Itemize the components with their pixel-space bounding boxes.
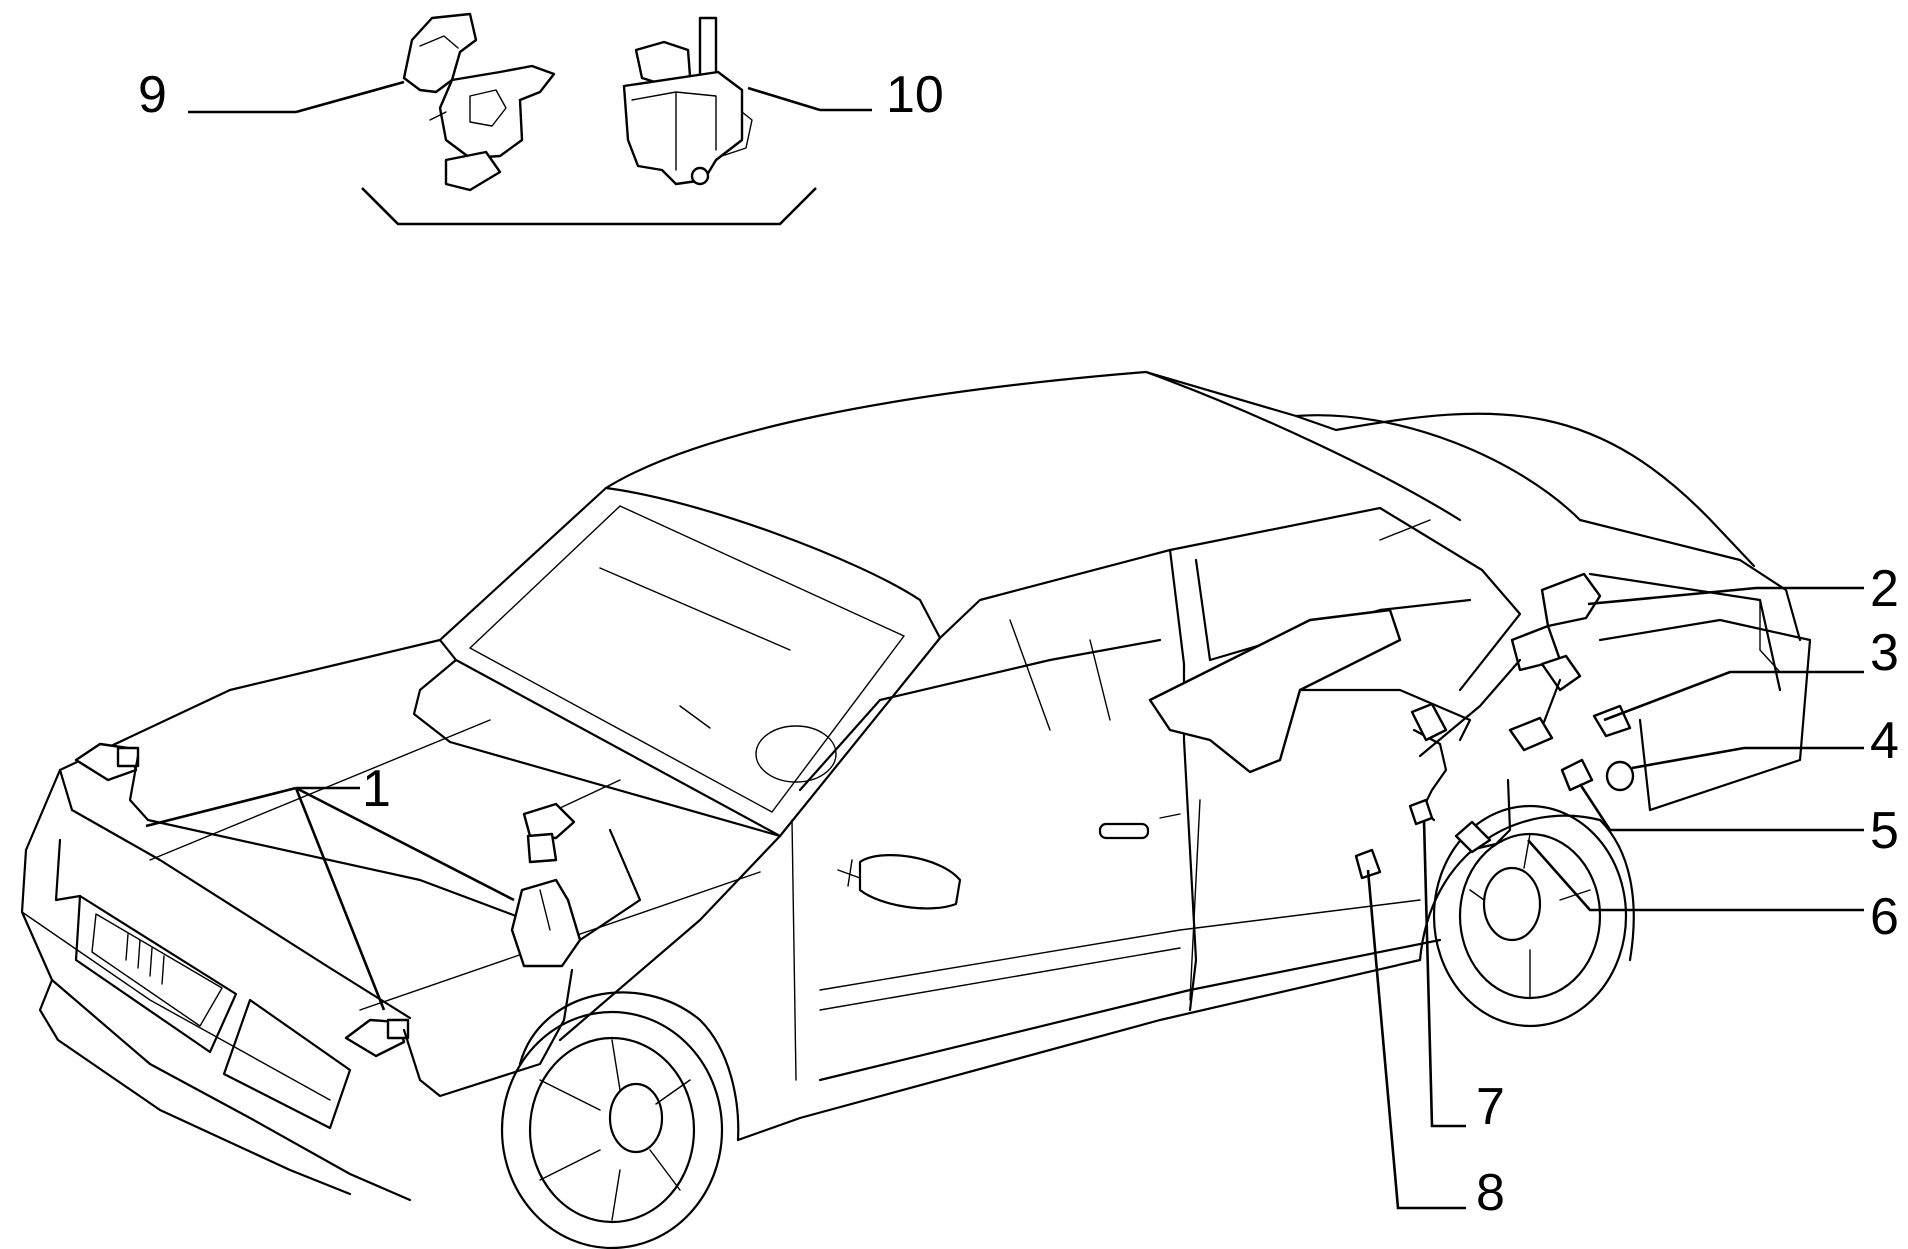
callout-7: 7 (1476, 1078, 1505, 1136)
leader-2 (1587, 586, 1864, 606)
leader-10 (747, 86, 821, 112)
callouts: 1 2 3 4 5 6 7 8 9 10 (138, 66, 1899, 1222)
callout-10: 10 (886, 66, 944, 124)
callout-8: 8 (1476, 1164, 1505, 1222)
leader-lines (145, 586, 1864, 1210)
callout-4: 4 (1870, 712, 1899, 770)
leader-8 (1366, 869, 1466, 1210)
leader-5 (1578, 783, 1864, 832)
callout-2: 2 (1870, 560, 1899, 618)
leader-1-b (294, 787, 386, 1011)
leader-1-c (295, 786, 515, 902)
leader-4 (1631, 746, 1864, 770)
part-9-bracket (402, 12, 556, 192)
car-body (20, 370, 1812, 1249)
callout-5: 5 (1870, 802, 1899, 860)
callout-1: 1 (362, 760, 391, 818)
inset-bracket (361, 187, 817, 226)
leader-3 (1603, 670, 1864, 722)
rear-wheel (1432, 804, 1628, 1028)
callout-6: 6 (1870, 888, 1899, 946)
inset-group (188, 12, 872, 226)
leader-9b (295, 80, 405, 114)
front-wheel (500, 1010, 724, 1249)
leader-7 (1422, 819, 1466, 1128)
leader-6 (1527, 839, 1864, 912)
leader-1-a (145, 786, 297, 828)
part-10-valve (622, 16, 753, 186)
callout-9: 9 (138, 66, 167, 124)
callout-3: 3 (1870, 624, 1899, 682)
washer-system (74, 572, 1635, 1098)
